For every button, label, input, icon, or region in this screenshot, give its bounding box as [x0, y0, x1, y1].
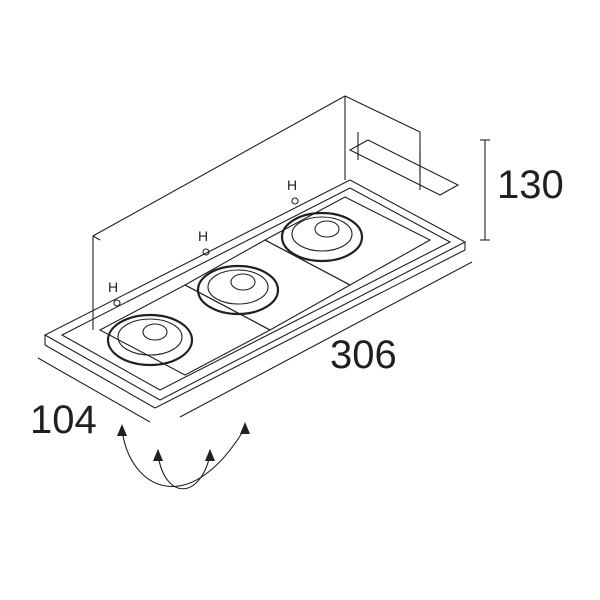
width-dimension-label: 104: [30, 398, 97, 442]
height-dimension-label: 130: [497, 163, 564, 207]
svg-text:H: H: [108, 279, 118, 295]
length-dimension-label: 306: [330, 333, 397, 377]
spot-lamp: [106, 313, 194, 367]
svg-text:H: H: [287, 177, 297, 193]
spot-lamp: [280, 211, 364, 263]
dimension-lines: [37, 139, 490, 423]
mounting-clips: H H H: [108, 177, 299, 307]
tilt-arrows-icon: [117, 422, 250, 490]
spot-lamps: [106, 211, 364, 367]
svg-text:H: H: [198, 228, 208, 244]
housing-box: [43, 95, 467, 409]
spot-lamp: [196, 264, 280, 316]
